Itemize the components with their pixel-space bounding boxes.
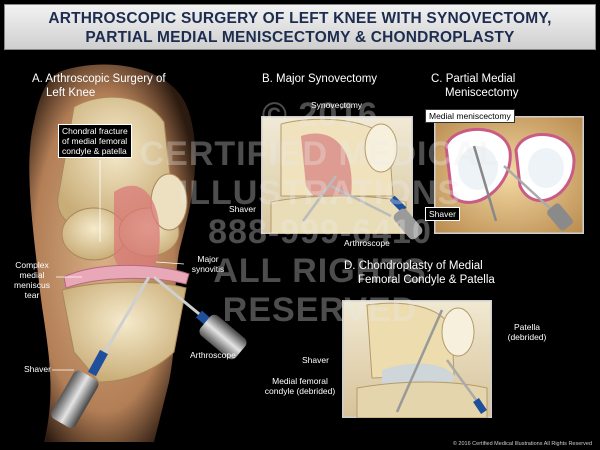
label-medial-meniscectomy: Medial meniscectomy xyxy=(425,109,515,123)
shaver-shaft xyxy=(97,276,151,363)
label-shaver-b: Shaver xyxy=(229,204,256,214)
shaver-handle xyxy=(51,370,99,428)
shaver-d-shaft xyxy=(395,309,444,413)
tibia-d xyxy=(356,381,488,418)
shaver-blue-collar xyxy=(88,349,108,377)
label-shaver-d: Shaver xyxy=(302,355,329,365)
label-complex-meniscus-tear: Complex medial meniscus tear xyxy=(14,260,50,300)
label-major-synovitis: Major synovitis xyxy=(191,254,225,274)
panel-d-title: D. Chondroplasty of Medial Femoral Condy… xyxy=(344,260,495,286)
label-medial-femoral-condyle: Medial femoral condyle (debrided) xyxy=(264,376,336,396)
title-banner: ARTHROSCOPIC SURGERY OF LEFT KNEE WITH S… xyxy=(4,4,596,50)
label-arthroscope-a: Arthroscope xyxy=(190,350,236,360)
title-line-1: ARTHROSCOPIC SURGERY OF LEFT KNEE WITH S… xyxy=(48,10,552,27)
synovium-b xyxy=(301,133,352,207)
panel-d-chondroplasty-illustration xyxy=(342,300,492,418)
panel-b-synovectomy-illustration xyxy=(261,116,413,234)
arthroscope-b-shaft xyxy=(330,184,392,218)
shaver-c-shaft xyxy=(472,145,498,222)
medial-plateau xyxy=(458,146,498,190)
label-chondral-fracture: Chondral fracture of medial femoral cond… xyxy=(58,124,132,158)
title-line-2: PARTIAL MEDIAL MENISCECTOMY & CHONDROPLA… xyxy=(85,29,515,46)
lateral-plateau xyxy=(528,148,564,188)
tibia-bone xyxy=(61,281,187,383)
tibia-b xyxy=(270,195,407,234)
leader-synovitis xyxy=(155,261,185,265)
arthroscope-d-collar xyxy=(473,398,487,414)
meniscus xyxy=(63,264,190,289)
shaver-b-shaft xyxy=(301,175,338,222)
panel-b-arthroscope-handle xyxy=(390,196,423,240)
panel-b-title: B. Major Synovectomy xyxy=(262,73,378,85)
label-synovectomy: Synovectomy xyxy=(311,100,363,110)
label-patella-debrided: Patella (debrided) xyxy=(507,322,547,342)
panel-a-knee-illustration xyxy=(29,64,247,442)
label-shaver-a: Shaver xyxy=(24,364,51,374)
condyle-debrided-d xyxy=(382,363,454,386)
arthroscope-c-shaft xyxy=(503,165,555,213)
copyright-footer: © 2016 Certified Medical Illustrations A… xyxy=(452,441,592,447)
label-shaver-c: Shaver xyxy=(425,207,460,221)
arthroscope-c-handle xyxy=(547,203,573,231)
panel-c-title: C. Partial Medial Meniscectomy xyxy=(431,73,519,99)
patella-d xyxy=(441,307,475,357)
arthroscope-handle xyxy=(199,314,247,360)
label-arthroscope-b: Arthroscope xyxy=(344,238,390,248)
panel-a-title: A. Arthroscopic Surgery of Left Knee xyxy=(32,73,166,99)
patella-b xyxy=(364,123,398,173)
synovitis-tissue xyxy=(114,185,160,278)
